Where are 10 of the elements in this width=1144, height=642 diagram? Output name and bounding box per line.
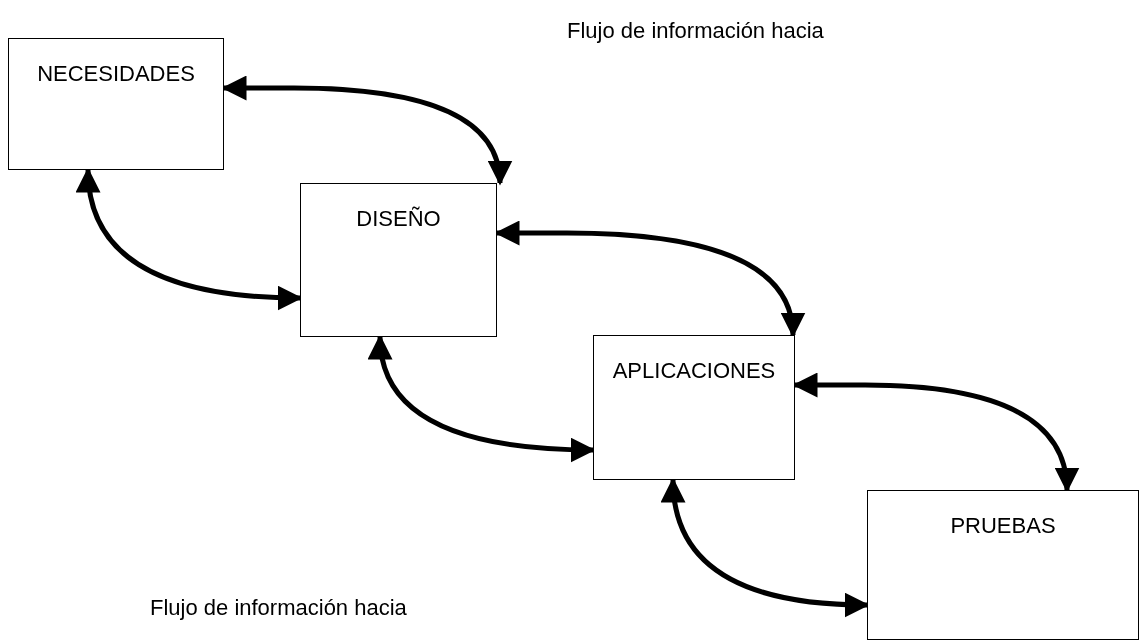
process-box [593, 335, 795, 480]
process-box [867, 490, 1139, 640]
process-box [8, 38, 224, 170]
process-box [300, 183, 497, 337]
flow-note: Flujo de información hacia [567, 18, 824, 44]
box-label: NECESIDADES [37, 61, 195, 88]
box-label: APLICACIONES [612, 358, 776, 385]
box-label: DISEÑO [356, 206, 441, 233]
box-label: PRUEBAS [950, 513, 1056, 540]
flow-note: Flujo de información hacia [150, 595, 407, 621]
